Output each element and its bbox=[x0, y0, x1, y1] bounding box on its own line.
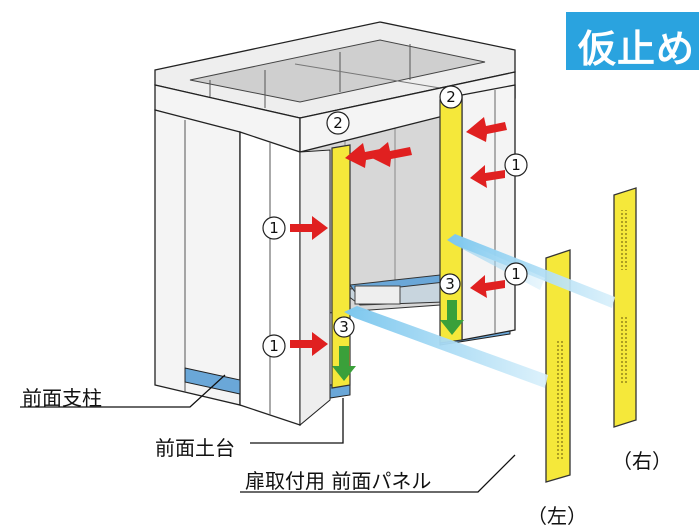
step-label: 3 bbox=[339, 318, 349, 336]
red-arrow bbox=[470, 275, 505, 298]
step-label: 1 bbox=[511, 156, 521, 174]
front-post bbox=[154, 109, 331, 427]
step-1-marker bbox=[504, 262, 528, 286]
front-post-label: 前面支柱 bbox=[22, 386, 102, 410]
blue-arrow-lower bbox=[344, 306, 548, 388]
title-text: 仮止め bbox=[578, 27, 696, 71]
blue-arrow-upper bbox=[447, 234, 615, 308]
step-3-marker bbox=[439, 273, 461, 295]
step-label: 1 bbox=[269, 219, 279, 237]
red-arrow bbox=[470, 165, 505, 188]
red-arrow bbox=[466, 117, 507, 142]
step-2-marker bbox=[326, 111, 350, 135]
step-1-marker bbox=[262, 334, 286, 358]
front-panel-right bbox=[613, 187, 637, 428]
red-arrow bbox=[345, 143, 387, 168]
red-arrows bbox=[290, 117, 507, 356]
green-arrow bbox=[440, 300, 464, 335]
red-arrow bbox=[370, 142, 412, 167]
step-label: 2 bbox=[333, 114, 343, 132]
left-label: （左） bbox=[527, 504, 587, 528]
right-wall bbox=[461, 84, 516, 341]
leader-lines bbox=[20, 374, 516, 493]
red-arrow bbox=[290, 216, 328, 240]
step-1-marker bbox=[504, 153, 528, 177]
green-arrow bbox=[332, 346, 356, 381]
step-label: 1 bbox=[269, 337, 279, 355]
green-arrows bbox=[332, 300, 464, 381]
step-1-marker bbox=[262, 216, 286, 240]
step-label: 2 bbox=[446, 88, 456, 106]
step-label: 1 bbox=[511, 265, 521, 283]
step-3-marker bbox=[333, 316, 355, 338]
step-markers bbox=[262, 85, 528, 358]
front-panel-left bbox=[545, 249, 571, 483]
title-badge: 仮止め bbox=[566, 12, 699, 71]
front-panel-label: 扉取付用 前面パネル bbox=[245, 469, 432, 493]
front-base-label: 前面土台 bbox=[155, 436, 235, 460]
right-label: （右） bbox=[612, 449, 672, 473]
step-label: 3 bbox=[445, 275, 455, 293]
step-2-marker bbox=[439, 85, 463, 109]
red-arrow bbox=[290, 332, 328, 356]
